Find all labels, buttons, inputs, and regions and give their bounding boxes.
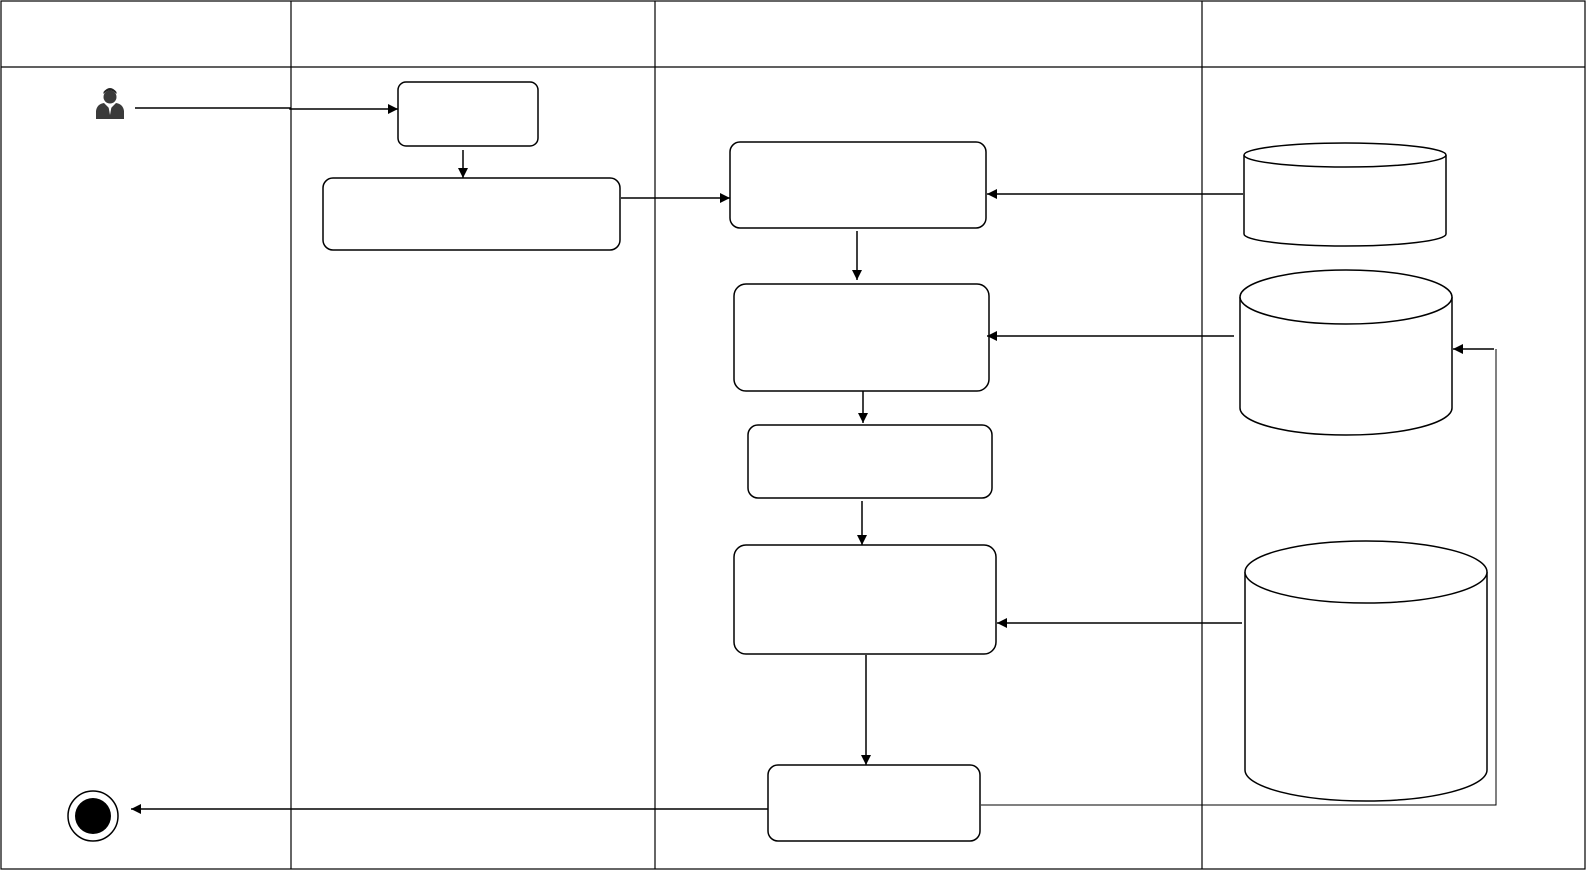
process-box-5 bbox=[747, 424, 993, 499]
process-box-2 bbox=[322, 177, 621, 251]
database-icon-1 bbox=[1243, 142, 1447, 247]
process-box-6 bbox=[733, 544, 997, 655]
process-box-1 bbox=[397, 81, 539, 147]
process-box-7 bbox=[767, 764, 981, 842]
end-state-icon bbox=[67, 790, 119, 842]
database-icon-3 bbox=[1244, 540, 1488, 802]
process-box-4 bbox=[733, 283, 990, 392]
connector-actor-to-box-1 bbox=[135, 104, 398, 114]
user-icon bbox=[96, 88, 124, 119]
database-icon-2 bbox=[1239, 269, 1453, 436]
process-box-3 bbox=[729, 141, 987, 229]
connector-box-7-loop-line bbox=[981, 349, 1497, 806]
